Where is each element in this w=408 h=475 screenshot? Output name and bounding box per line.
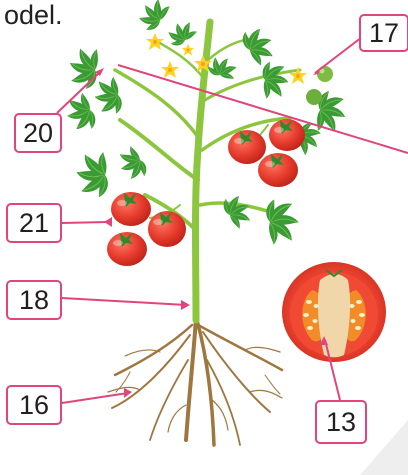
label-13: 13: [315, 400, 367, 444]
label-20: 20: [14, 113, 62, 153]
label-18: 18: [6, 280, 62, 320]
label-18-text: 18: [19, 285, 49, 316]
label-21: 21: [6, 203, 62, 243]
label-16-text: 16: [19, 390, 49, 421]
label-21-text: 21: [19, 208, 49, 239]
pointer-arrowheads: [95, 66, 328, 398]
label-20-text: 20: [23, 118, 53, 149]
tomato-cross-section: [282, 262, 386, 362]
label-17-text: 17: [369, 18, 399, 49]
red-fruits: [107, 119, 305, 266]
label-17: 17: [359, 14, 408, 52]
label-16: 16: [6, 385, 62, 425]
root-system: [108, 318, 282, 445]
page-corner: [360, 420, 408, 475]
label-13-text: 13: [326, 407, 356, 438]
